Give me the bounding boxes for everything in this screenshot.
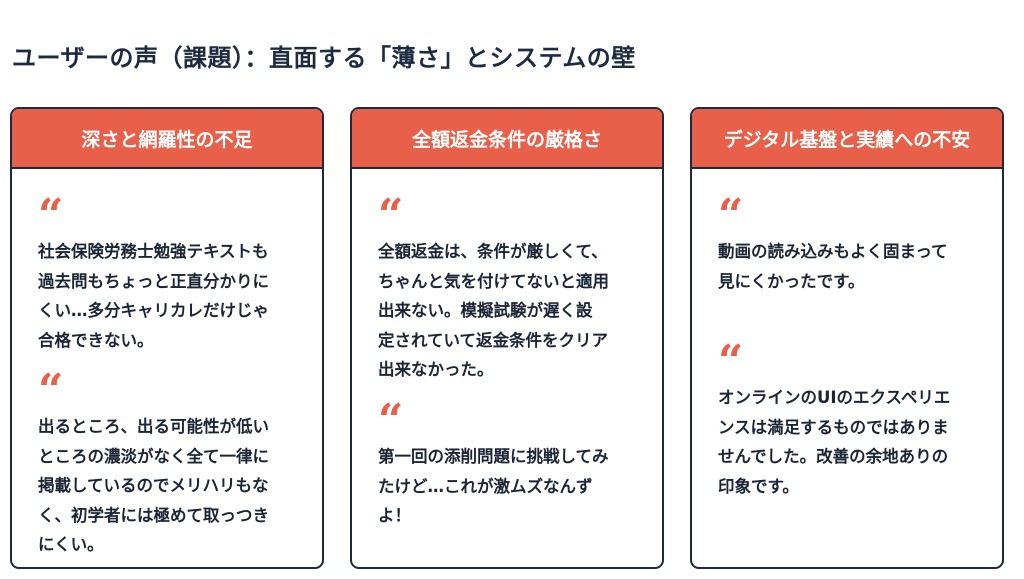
quote-mark-icon: “: [38, 190, 64, 241]
quote-text-line: 全額返金は、条件が厳しくて、: [378, 242, 608, 261]
card-heading: デジタル基盤と実績への不安: [692, 109, 1002, 169]
quote-text-line: 第一回の添削問題に挑戦してみ: [378, 447, 609, 466]
quote-text-line: たけど…これが激ムズなんず: [378, 476, 593, 496]
quote-mark-icon: “: [38, 365, 64, 416]
card-heading: 深さと網羅性の不足: [12, 109, 322, 169]
quote-text-line: 見にくかったです。: [718, 271, 865, 291]
quote-mark-icon: “: [718, 336, 744, 387]
quote-text-line: 出来なかった。: [378, 360, 494, 379]
quote-text-line: ちゃんと気を付けてないと適用: [378, 271, 609, 291]
card-heading: 全額返金条件の厳格さ: [352, 109, 662, 169]
quote-text-line: く、初学者には極めて取っつき: [38, 505, 269, 525]
quote-text-line: にくい。: [38, 535, 104, 554]
quote: “第一回の添削問題に挑戦してみたけど…これが激ムズなんずよ！: [378, 395, 652, 531]
quote-mark-icon: “: [718, 190, 744, 241]
quote-text-line: ンスは満足するものではありま: [718, 417, 949, 437]
quote: “全額返金は、条件が厳しくて、ちゃんと気を付けてないと適用出来ない。模擬試験が遅…: [378, 190, 652, 385]
quote-text-line: 出るところ、出る可能性が低い: [38, 417, 269, 436]
quote-text-line: 印象です。: [718, 476, 799, 496]
feedback-card: デジタル基盤と実績への不安“動画の読み込みもよく固まって見にくかったです。“オン…: [690, 107, 1004, 569]
quote-text-line: 出来ない。模擬試験が遅く設: [378, 301, 593, 320]
quote: “出るところ、出る可能性が低いところの濃淡がなく全て一律に掲載しているのでメリハ…: [38, 365, 312, 560]
quote-mark-icon: “: [378, 190, 404, 241]
feedback-card: 深さと網羅性の不足“社会保険労務士勉強テキストも過去問もちょっと正直分かりにくい…: [10, 107, 324, 569]
quote-text-line: 過去問もちょっと正直分かりに: [38, 271, 269, 291]
quote: “動画の読み込みもよく固まって見にくかったです。: [718, 190, 992, 296]
quote: “オンラインのUIのエクスペリエンスは満足するものではありませんでした。改善の余…: [718, 336, 992, 501]
feedback-card: 全額返金条件の厳格さ“全額返金は、条件が厳しくて、ちゃんと気を付けてないと適用出…: [350, 107, 664, 569]
quote-text-line: 掲載しているのでメリハリもな: [38, 476, 269, 495]
quote-text-line: ところの濃淡がなく全て一律に: [38, 446, 269, 466]
slide-title: ユーザーの声（課題）：直面する「薄さ」とシステムの壁: [12, 44, 636, 72]
quote-text-line: 合格できない。: [38, 330, 154, 350]
quote-mark-icon: “: [378, 395, 404, 446]
quote-text-line: 社会保険労務士勉強テキストも: [38, 242, 269, 261]
quote-text-line: 定されていて返金条件をクリア: [378, 330, 609, 350]
quote: “社会保険労務士勉強テキストも過去問もちょっと正直分かりにくい…多分キャリカレだ…: [38, 190, 312, 355]
quote-text-line: 動画の読み込みもよく固まって: [718, 242, 948, 261]
quote-text-line: くい…多分キャリカレだけじゃ: [38, 301, 269, 320]
quote-text-line: よ！: [378, 506, 411, 525]
quote-text-line: せんでした。改善の余地ありの: [718, 447, 949, 466]
quote-text-line: オンラインのUIのエクスペリエ: [718, 388, 951, 407]
